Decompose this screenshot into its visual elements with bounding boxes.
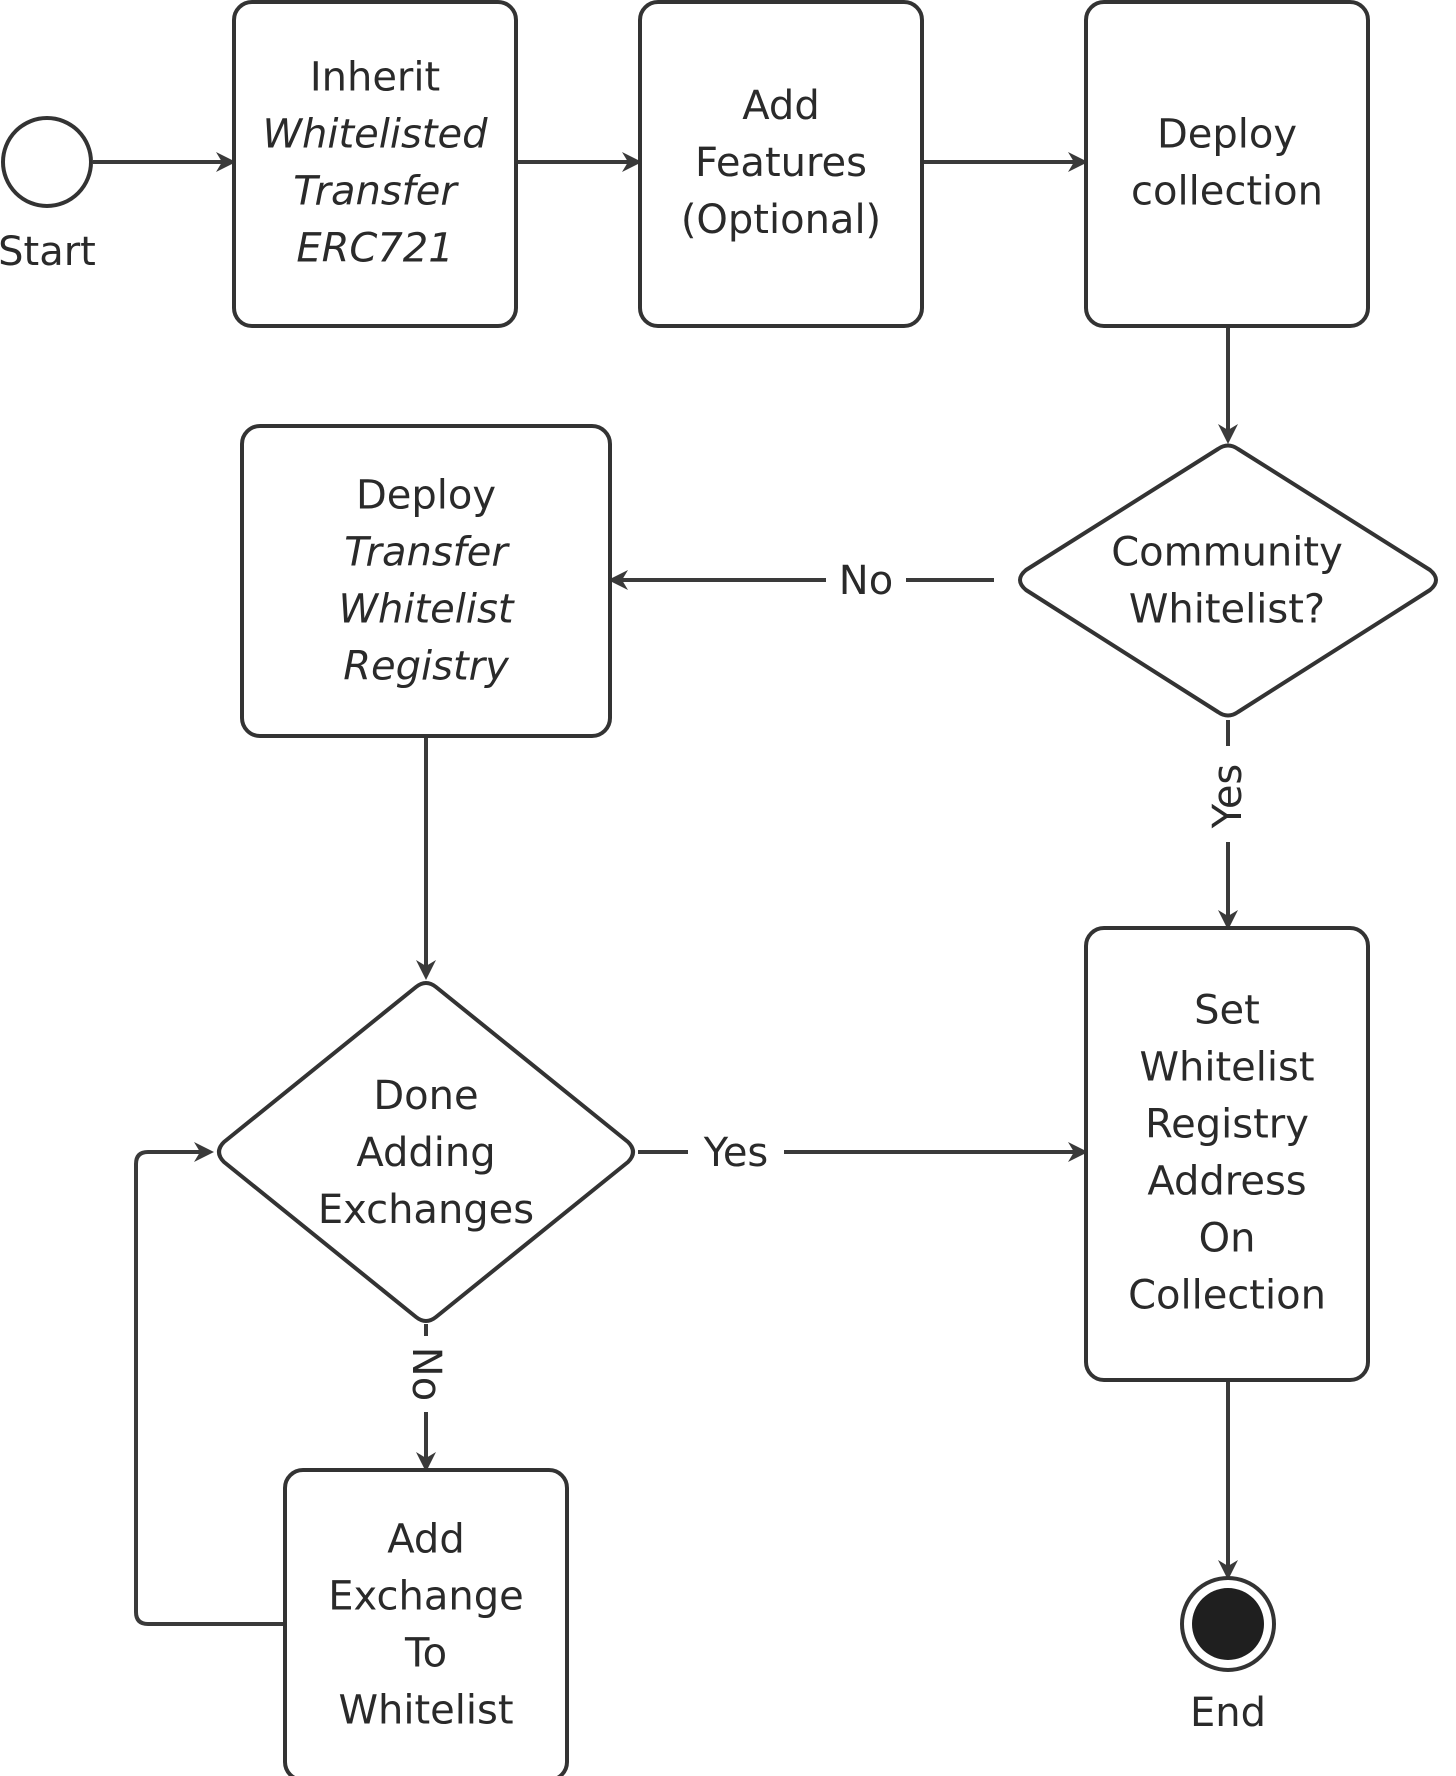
label-bg-done-yes	[688, 1128, 784, 1176]
node-text-line: collection	[1131, 169, 1323, 215]
node-text-line: Features	[695, 140, 867, 186]
start-label: Start	[0, 229, 96, 275]
deploy-registry-box	[240, 424, 612, 738]
node-text-line: Registry	[1145, 1102, 1309, 1148]
set-registry-box	[1084, 926, 1370, 1382]
add-features-box	[638, 0, 924, 328]
node-text-line: Deploy	[1157, 112, 1297, 158]
edge-label-done-no: No	[403, 1347, 449, 1401]
node-text-line: On	[1199, 1216, 1256, 1262]
node-text-line: Address	[1147, 1159, 1306, 1205]
node-text-line: Exchanges	[318, 1187, 534, 1233]
edge-label-community-yes: Yes	[1205, 764, 1251, 830]
label-bg-done-no	[400, 1336, 452, 1412]
start-node	[1, 116, 93, 208]
edges	[93, 152, 1238, 1626]
edge-label-community-no: No	[839, 558, 893, 604]
node-text-line: Deploy	[356, 473, 496, 519]
node-text-line: Adding	[356, 1130, 495, 1176]
node-text-line: Whitelisted	[262, 112, 488, 158]
node-text-line: Collection	[1128, 1273, 1326, 1319]
node-text-line: Exchange	[328, 1574, 523, 1620]
community-whitelist-diamond	[1018, 443, 1438, 718]
node-text-line: Whitelist	[338, 1688, 513, 1734]
node-text-line: To	[404, 1631, 447, 1677]
node-text-line: Set	[1194, 988, 1260, 1034]
deploy-collection-text: Deploy collection	[1131, 112, 1323, 215]
node-text-line: Community	[1111, 530, 1343, 576]
done-adding-diamond	[217, 981, 635, 1323]
label-bg-community-no	[826, 556, 906, 604]
edge-add-exchange-loop-to-done	[134, 1142, 284, 1626]
edge-label-done-yes: Yes	[703, 1130, 769, 1176]
inherit-box	[232, 0, 518, 328]
node-text-line: Registry	[343, 644, 510, 690]
deploy-collection-box	[1084, 0, 1370, 328]
node-text-line: Transfer	[344, 530, 510, 576]
node-text-line: (Optional)	[681, 197, 881, 243]
node-text-line: Done	[373, 1073, 478, 1119]
node-text-line: Add	[742, 83, 819, 129]
node-text-line: Whitelist?	[1129, 587, 1325, 633]
add-exchange-box	[283, 1468, 569, 1776]
node-text-line: Whitelist	[338, 587, 514, 633]
node-text-line: Transfer	[293, 169, 459, 215]
label-bg-community-yes	[1202, 746, 1254, 842]
node-text-line: ERC721	[296, 226, 453, 272]
node-text-line: Whitelist	[1139, 1045, 1314, 1091]
node-text-line: Inherit	[310, 55, 440, 101]
end-node-core	[1192, 1588, 1264, 1660]
end-label: End	[1190, 1690, 1266, 1736]
node-text-line: Add	[387, 1517, 464, 1563]
